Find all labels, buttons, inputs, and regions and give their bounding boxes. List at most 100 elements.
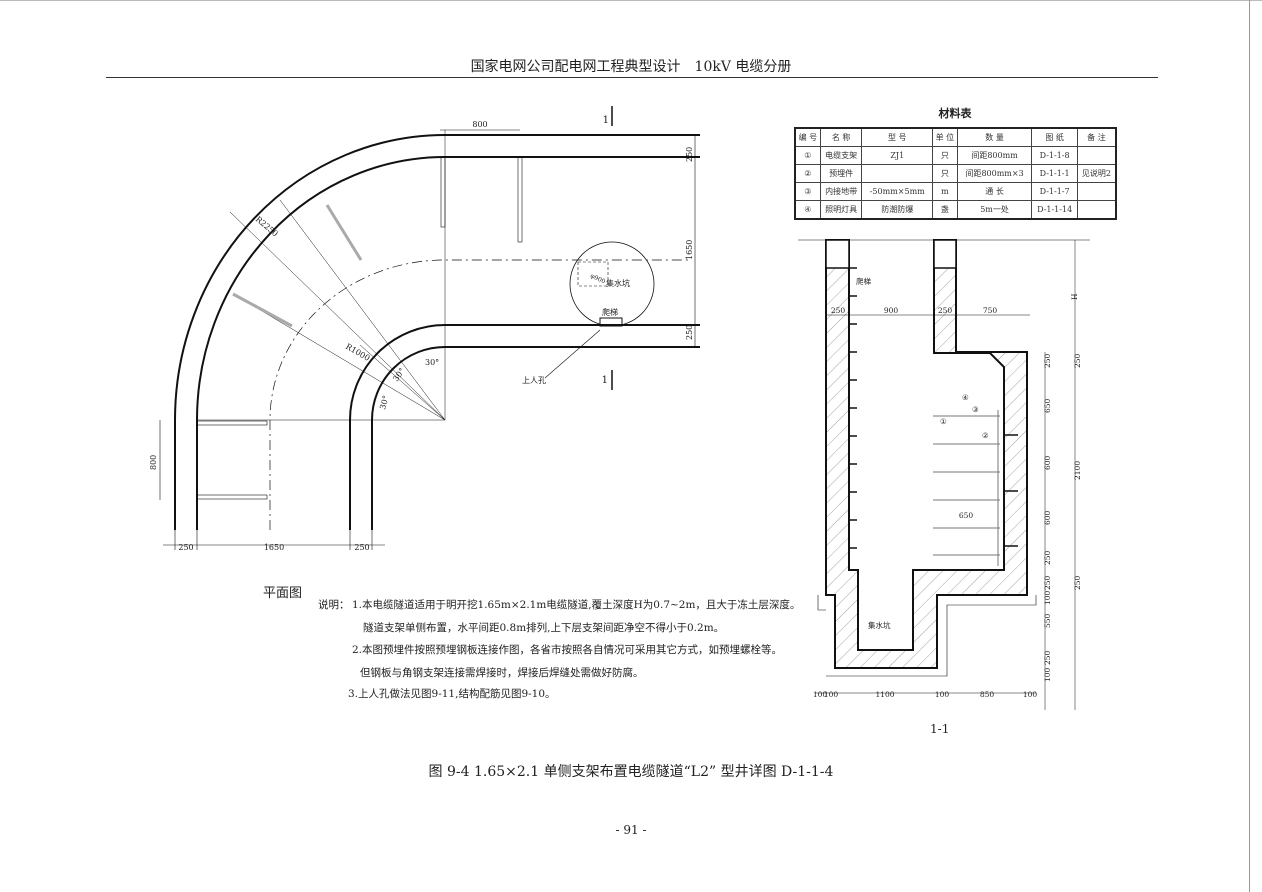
dim-ri-1: 650 [1043,398,1052,413]
section-ladder-label: 爬梯 [856,276,871,286]
callout-4: ④ [962,393,969,402]
note-line-3: 2.本图预埋件按照预埋钢板连接作图，各省市按照各自情况可采用其它方式，如预埋螺栓… [352,644,783,656]
inner-wall-inner-line [371,346,700,530]
table-cell: -50mm×5mm [861,182,934,201]
dim-bottom-2: 1100 [875,690,894,699]
page-number: - 91 - [615,823,647,837]
header-cell: 型 号 [861,127,934,147]
table-cell: 照明灯具 [819,200,863,220]
table-cell: D-1-1-8 [1031,146,1078,165]
centerline-arc [269,259,690,530]
dim-top-0: 250 [831,306,846,315]
table-cell: 只 [932,146,958,165]
dim-top-3: 750 [983,306,998,315]
dim-ro-0: 250 [1073,353,1082,368]
header-cell: 图 纸 [1031,127,1078,147]
table-cell: ④ [794,200,821,220]
section-concrete [825,239,1028,669]
callout-2: ② [982,431,989,440]
bracket-width: 650 [959,511,974,520]
material-table-title: 材料表 [938,107,972,120]
angle-3: 30° [378,394,390,410]
header-cell: 名 称 [819,127,863,147]
page-border-top [0,0,1262,1]
dim-right-1650: 1650 [685,240,694,260]
table-cell: 5m一处 [956,200,1033,220]
angle-1: 30° [425,358,439,367]
dim-bottom-250a: 250 [178,543,193,552]
table-cell: 预埋件 [819,164,863,183]
table-cell: D-1-1-1 [1031,164,1078,183]
dim-top-1: 900 [884,306,899,315]
table-cell: D-1-1-14 [1031,200,1078,220]
table-cell: 间距800mm×3 [956,164,1033,183]
dim-ri-6: 100 [1043,590,1052,605]
dim-bottom-5: 100 [1023,690,1038,699]
dim-ri-5: 250 [1043,575,1052,590]
table-cell: ZJ1 [861,146,934,165]
inner-wall-outer-line [349,324,700,530]
page-border-right [1249,0,1250,892]
page-header: 国家电网公司配电网工程典型设计 10kV 电缆分册 [470,59,792,75]
table-cell: D-1-1-7 [1031,182,1078,201]
notes-title: 说明： [318,599,350,611]
dim-right-250b: 250 [685,325,694,340]
dim-left-800: 800 [149,455,158,470]
dim-ri-4: 250 [1043,550,1052,565]
dim-ro-1: 2100 [1073,461,1082,480]
table-cell: 只 [932,164,958,183]
depth-label: H [1070,293,1079,300]
plan-labels: 1 1 800 250 1650 250 800 250 1650 250 R2… [149,115,694,552]
table-cell: 盏 [932,200,958,220]
dim-ri-3: 600 [1043,510,1052,525]
dim-top-2: 250 [938,306,953,315]
callout-1: ① [940,417,947,426]
table-cell: 内接地带 [819,182,863,201]
plan-view-label: 平面图 [263,586,303,601]
header-cell: 单 位 [932,127,958,147]
table-cell [861,164,934,183]
table-cell [1076,182,1117,201]
table-cell: ① [794,146,821,165]
callout-3: ③ [972,405,979,414]
note-line-1: 1.本电缆隧道适用于明开挖1.65m×2.1m电缆隧道,覆土深度H为0.7~2m… [352,599,801,611]
dim-bottom-250b: 250 [354,543,369,552]
section-labels: 爬梯 集水坑 H 250 900 250 750 650 ① ② ③ ④ 100… [813,276,1082,699]
ladder-label: 爬梯 [602,307,618,317]
table-cell [1076,146,1117,165]
dim-ri-9: 100 [1043,667,1052,682]
header-rule [106,77,1158,78]
table-cell: 间距800mm [956,146,1033,165]
section-view-label: 1-1 [930,722,950,736]
note-line-4: 但钢板与角钢支架连接需焊接时，焊接后焊缝处需做好防腐。 [360,667,644,679]
outer-wall-outer-line [174,134,700,530]
section-sump-label: 集水坑 [868,620,891,630]
plan-view [159,106,700,550]
table-header-row: 编 号 名 称 型 号 单 位 数 量 图 纸 备 注 [794,127,1117,147]
header-cell: 编 号 [794,127,821,147]
dim-bottom-1650: 1650 [264,543,284,552]
note-line-5: 3.上人孔做法见图9-11,结构配筋见图9-10。 [348,688,556,700]
note-line-2: 隧道支架单侧布置，水平间距0.8m排列,上下层支架间距净空不得小于0.2m。 [363,622,725,634]
table-cell: 防潮防爆 [861,200,934,220]
table-cell: ③ [794,182,821,201]
dim-ri-8: 250 [1043,650,1052,665]
manhole-label: 上人孔 [522,376,546,385]
table-cell: m [932,182,958,201]
dim-bottom-1: 100 [824,690,839,699]
dim-ri-2: 600 [1043,455,1052,470]
sump-size: φ900 [589,272,606,285]
header-cell: 备 注 [1076,127,1117,147]
dim-ro-2: 250 [1073,575,1082,590]
outer-wall-inner-line [196,156,700,530]
dim-ri-0: 250 [1043,353,1052,368]
table-cell: ② [794,164,821,183]
section-mark-bottom: 1 [602,375,608,386]
section-mark-top: 1 [603,115,609,126]
